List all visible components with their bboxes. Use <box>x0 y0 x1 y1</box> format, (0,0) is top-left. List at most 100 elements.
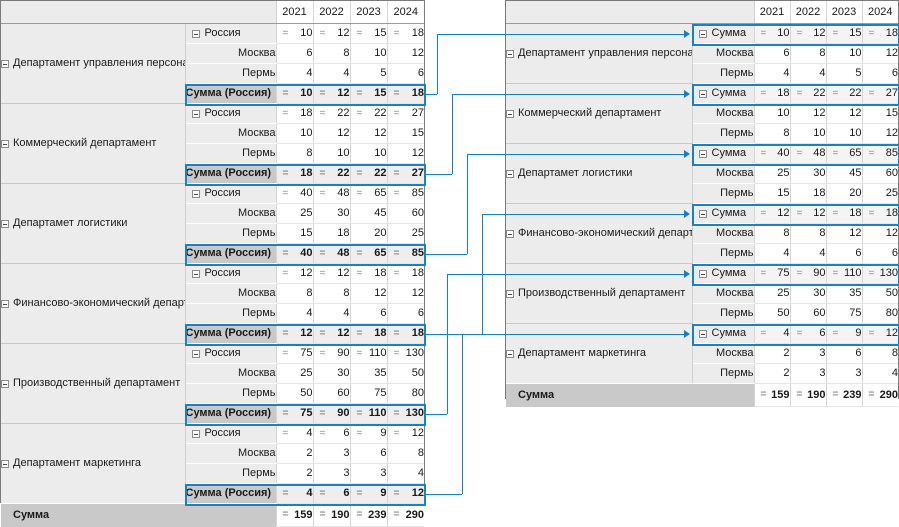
region-label-cell[interactable]: Пермь <box>185 303 277 324</box>
department-cell[interactable]: Коммерческий департамент <box>506 83 693 144</box>
column-header-2023[interactable]: 2023 <box>825 1 862 24</box>
department-cell[interactable]: Финансово-экономический департамент <box>1 263 186 344</box>
collapse-minus-icon[interactable] <box>506 109 514 118</box>
department-cell[interactable]: Департамент маркетинга <box>1 423 186 504</box>
value-cell: 2 <box>275 463 313 484</box>
region-label-cell[interactable]: Москва <box>692 343 755 364</box>
region-label-cell[interactable]: Пермь <box>185 63 277 84</box>
collapse-minus-icon[interactable] <box>1 379 9 388</box>
value-cell: =12 <box>386 423 424 444</box>
region-label-cell[interactable]: Россия <box>185 23 277 44</box>
column-header-2023[interactable]: 2023 <box>349 1 387 24</box>
collapse-minus-icon[interactable] <box>506 349 514 358</box>
region-label-cell[interactable]: Москва <box>185 283 277 304</box>
column-header-2022[interactable]: 2022 <box>789 1 826 24</box>
collapse-minus-icon[interactable] <box>1 139 9 148</box>
region-label-cell[interactable]: Пермь <box>185 383 277 404</box>
summary-label-cell[interactable]: Сумма <box>692 83 755 104</box>
collapse-minus-icon[interactable] <box>506 49 514 58</box>
column-header-2024[interactable]: 2024 <box>386 1 424 24</box>
collapse-minus-icon[interactable] <box>191 429 200 438</box>
collapse-minus-icon[interactable] <box>191 29 200 38</box>
collapse-minus-icon[interactable] <box>191 269 200 278</box>
region-label-cell[interactable]: Пермь <box>692 243 755 264</box>
region-label-cell[interactable]: Пермь <box>692 123 755 144</box>
collapse-minus-icon[interactable] <box>1 59 9 68</box>
region-label-cell[interactable]: Пермь <box>185 223 277 244</box>
department-cell[interactable]: Производственный департамент <box>1 343 186 424</box>
formula-equals-icon: = <box>393 348 400 359</box>
department-cell[interactable]: Департамент управления персоналом <box>506 23 693 84</box>
collapse-minus-icon[interactable] <box>1 299 9 308</box>
region-label-cell[interactable]: Москва <box>185 123 277 144</box>
collapse-minus-icon[interactable] <box>698 149 707 158</box>
value-cell: 50 <box>861 283 898 304</box>
summary-label-cell[interactable]: Сумма (Россия) <box>185 403 277 424</box>
collapse-minus-icon[interactable] <box>1 219 9 228</box>
collapse-minus-icon[interactable] <box>698 269 707 278</box>
summary-label-cell[interactable]: Сумма (Россия) <box>185 243 277 264</box>
collapse-minus-icon[interactable] <box>191 189 200 198</box>
region-label-cell[interactable]: Москва <box>185 43 277 64</box>
collapse-minus-icon[interactable] <box>698 29 707 38</box>
region-label-cell[interactable]: Москва <box>692 43 755 64</box>
region-label-cell[interactable]: Пермь <box>692 363 755 384</box>
collapse-minus-icon[interactable] <box>698 209 707 218</box>
column-header-2021[interactable]: 2021 <box>275 1 313 24</box>
region-label-cell[interactable]: Пермь <box>185 463 277 484</box>
value-cell: =12 <box>275 323 313 344</box>
department-label: Департамент управления персоналом <box>506 44 691 63</box>
collapse-minus-icon[interactable] <box>506 169 514 178</box>
summary-label-cell[interactable]: Сумма (Россия) <box>185 163 277 184</box>
collapse-minus-icon[interactable] <box>506 229 514 238</box>
region-label-cell[interactable]: Москва <box>185 443 277 464</box>
region-label-cell[interactable]: Россия <box>185 103 277 124</box>
value-cell: 80 <box>386 383 424 404</box>
collapse-minus-icon[interactable] <box>698 329 707 338</box>
summary-label-cell[interactable]: Сумма <box>692 203 755 224</box>
value-cell: 4 <box>386 463 424 484</box>
collapse-minus-icon[interactable] <box>506 289 514 298</box>
region-label-cell[interactable]: Пермь <box>185 143 277 164</box>
department-cell[interactable]: Коммерческий департамент <box>1 103 186 184</box>
region-label: Сумма <box>698 24 746 43</box>
collapse-minus-icon[interactable] <box>191 109 200 118</box>
region-label-cell[interactable]: Москва <box>185 363 277 384</box>
value-cell: 8 <box>275 143 313 164</box>
summary-label-cell[interactable]: Сумма <box>692 263 755 284</box>
region-label-cell[interactable]: Россия <box>185 343 277 364</box>
department-cell[interactable]: Финансово-экономический департамент <box>506 203 693 264</box>
value-cell: =12 <box>312 323 350 344</box>
column-header-2024[interactable]: 2024 <box>861 1 898 24</box>
department-cell[interactable]: Департамент маркетинга <box>506 323 693 384</box>
value-cell: 2 <box>753 343 790 364</box>
value-cell: 6 <box>349 443 387 464</box>
summary-label-cell[interactable]: Сумма <box>692 23 755 44</box>
department-cell[interactable]: Департамет логистики <box>506 143 693 204</box>
column-header-2021[interactable]: 2021 <box>753 1 790 24</box>
region-label-cell[interactable]: Москва <box>692 103 755 124</box>
collapse-minus-icon[interactable] <box>1 459 9 468</box>
region-label-cell[interactable]: Россия <box>185 263 277 284</box>
summary-label-cell[interactable]: Сумма <box>692 143 755 164</box>
collapse-minus-icon[interactable] <box>698 89 707 98</box>
region-label-cell[interactable]: Россия <box>185 423 277 444</box>
region-label-cell[interactable]: Россия <box>185 183 277 204</box>
region-label-cell[interactable]: Пермь <box>692 183 755 204</box>
column-header-2022[interactable]: 2022 <box>312 1 350 24</box>
region-label-cell[interactable]: Москва <box>692 223 755 244</box>
summary-label-cell[interactable]: Сумма (Россия) <box>185 483 277 504</box>
region-label-cell[interactable]: Москва <box>692 283 755 304</box>
summary-label-cell[interactable]: Сумма <box>692 323 755 344</box>
collapse-minus-icon[interactable] <box>191 349 200 358</box>
summary-label-cell[interactable]: Сумма (Россия) <box>185 323 277 344</box>
region-label-cell[interactable]: Пермь <box>692 303 755 324</box>
formula-equals-icon: = <box>796 328 803 339</box>
department-label: Финансово-экономический департамент <box>506 224 691 243</box>
department-cell[interactable]: Департамет логистики <box>1 183 186 264</box>
department-cell[interactable]: Департамент управления персоналом <box>1 23 186 104</box>
region-label-cell[interactable]: Пермь <box>692 63 755 84</box>
department-cell[interactable]: Производственный департамент <box>506 263 693 324</box>
